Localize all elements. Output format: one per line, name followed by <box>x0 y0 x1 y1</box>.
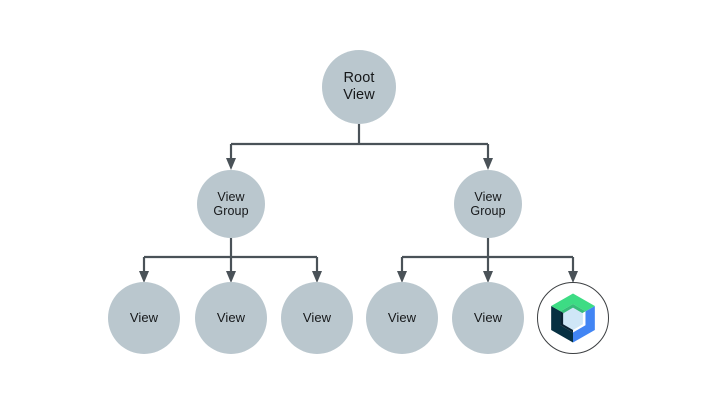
node-view-5[interactable]: View <box>452 282 524 354</box>
arrowhead-view-3 <box>312 271 322 283</box>
arrowhead-view-2 <box>226 271 236 283</box>
arrowhead-view-4 <box>397 271 407 283</box>
arrowhead-view-1 <box>139 271 149 283</box>
arrowhead-group-left <box>226 158 236 170</box>
node-view-3[interactable]: View <box>281 282 353 354</box>
node-view-4[interactable]: View <box>366 282 438 354</box>
node-root-view[interactable]: Root View <box>322 50 396 124</box>
arrowhead-group-right <box>483 158 493 170</box>
node-view-2[interactable]: View <box>195 282 267 354</box>
arrowhead-compose <box>568 271 578 283</box>
jetpack-compose-logo-icon <box>551 293 595 343</box>
arrowhead-view-5 <box>483 271 493 283</box>
node-view-group-right[interactable]: View Group <box>454 170 522 238</box>
node-view-group-left[interactable]: View Group <box>197 170 265 238</box>
node-compose-view[interactable] <box>537 282 609 354</box>
node-view-1[interactable]: View <box>108 282 180 354</box>
